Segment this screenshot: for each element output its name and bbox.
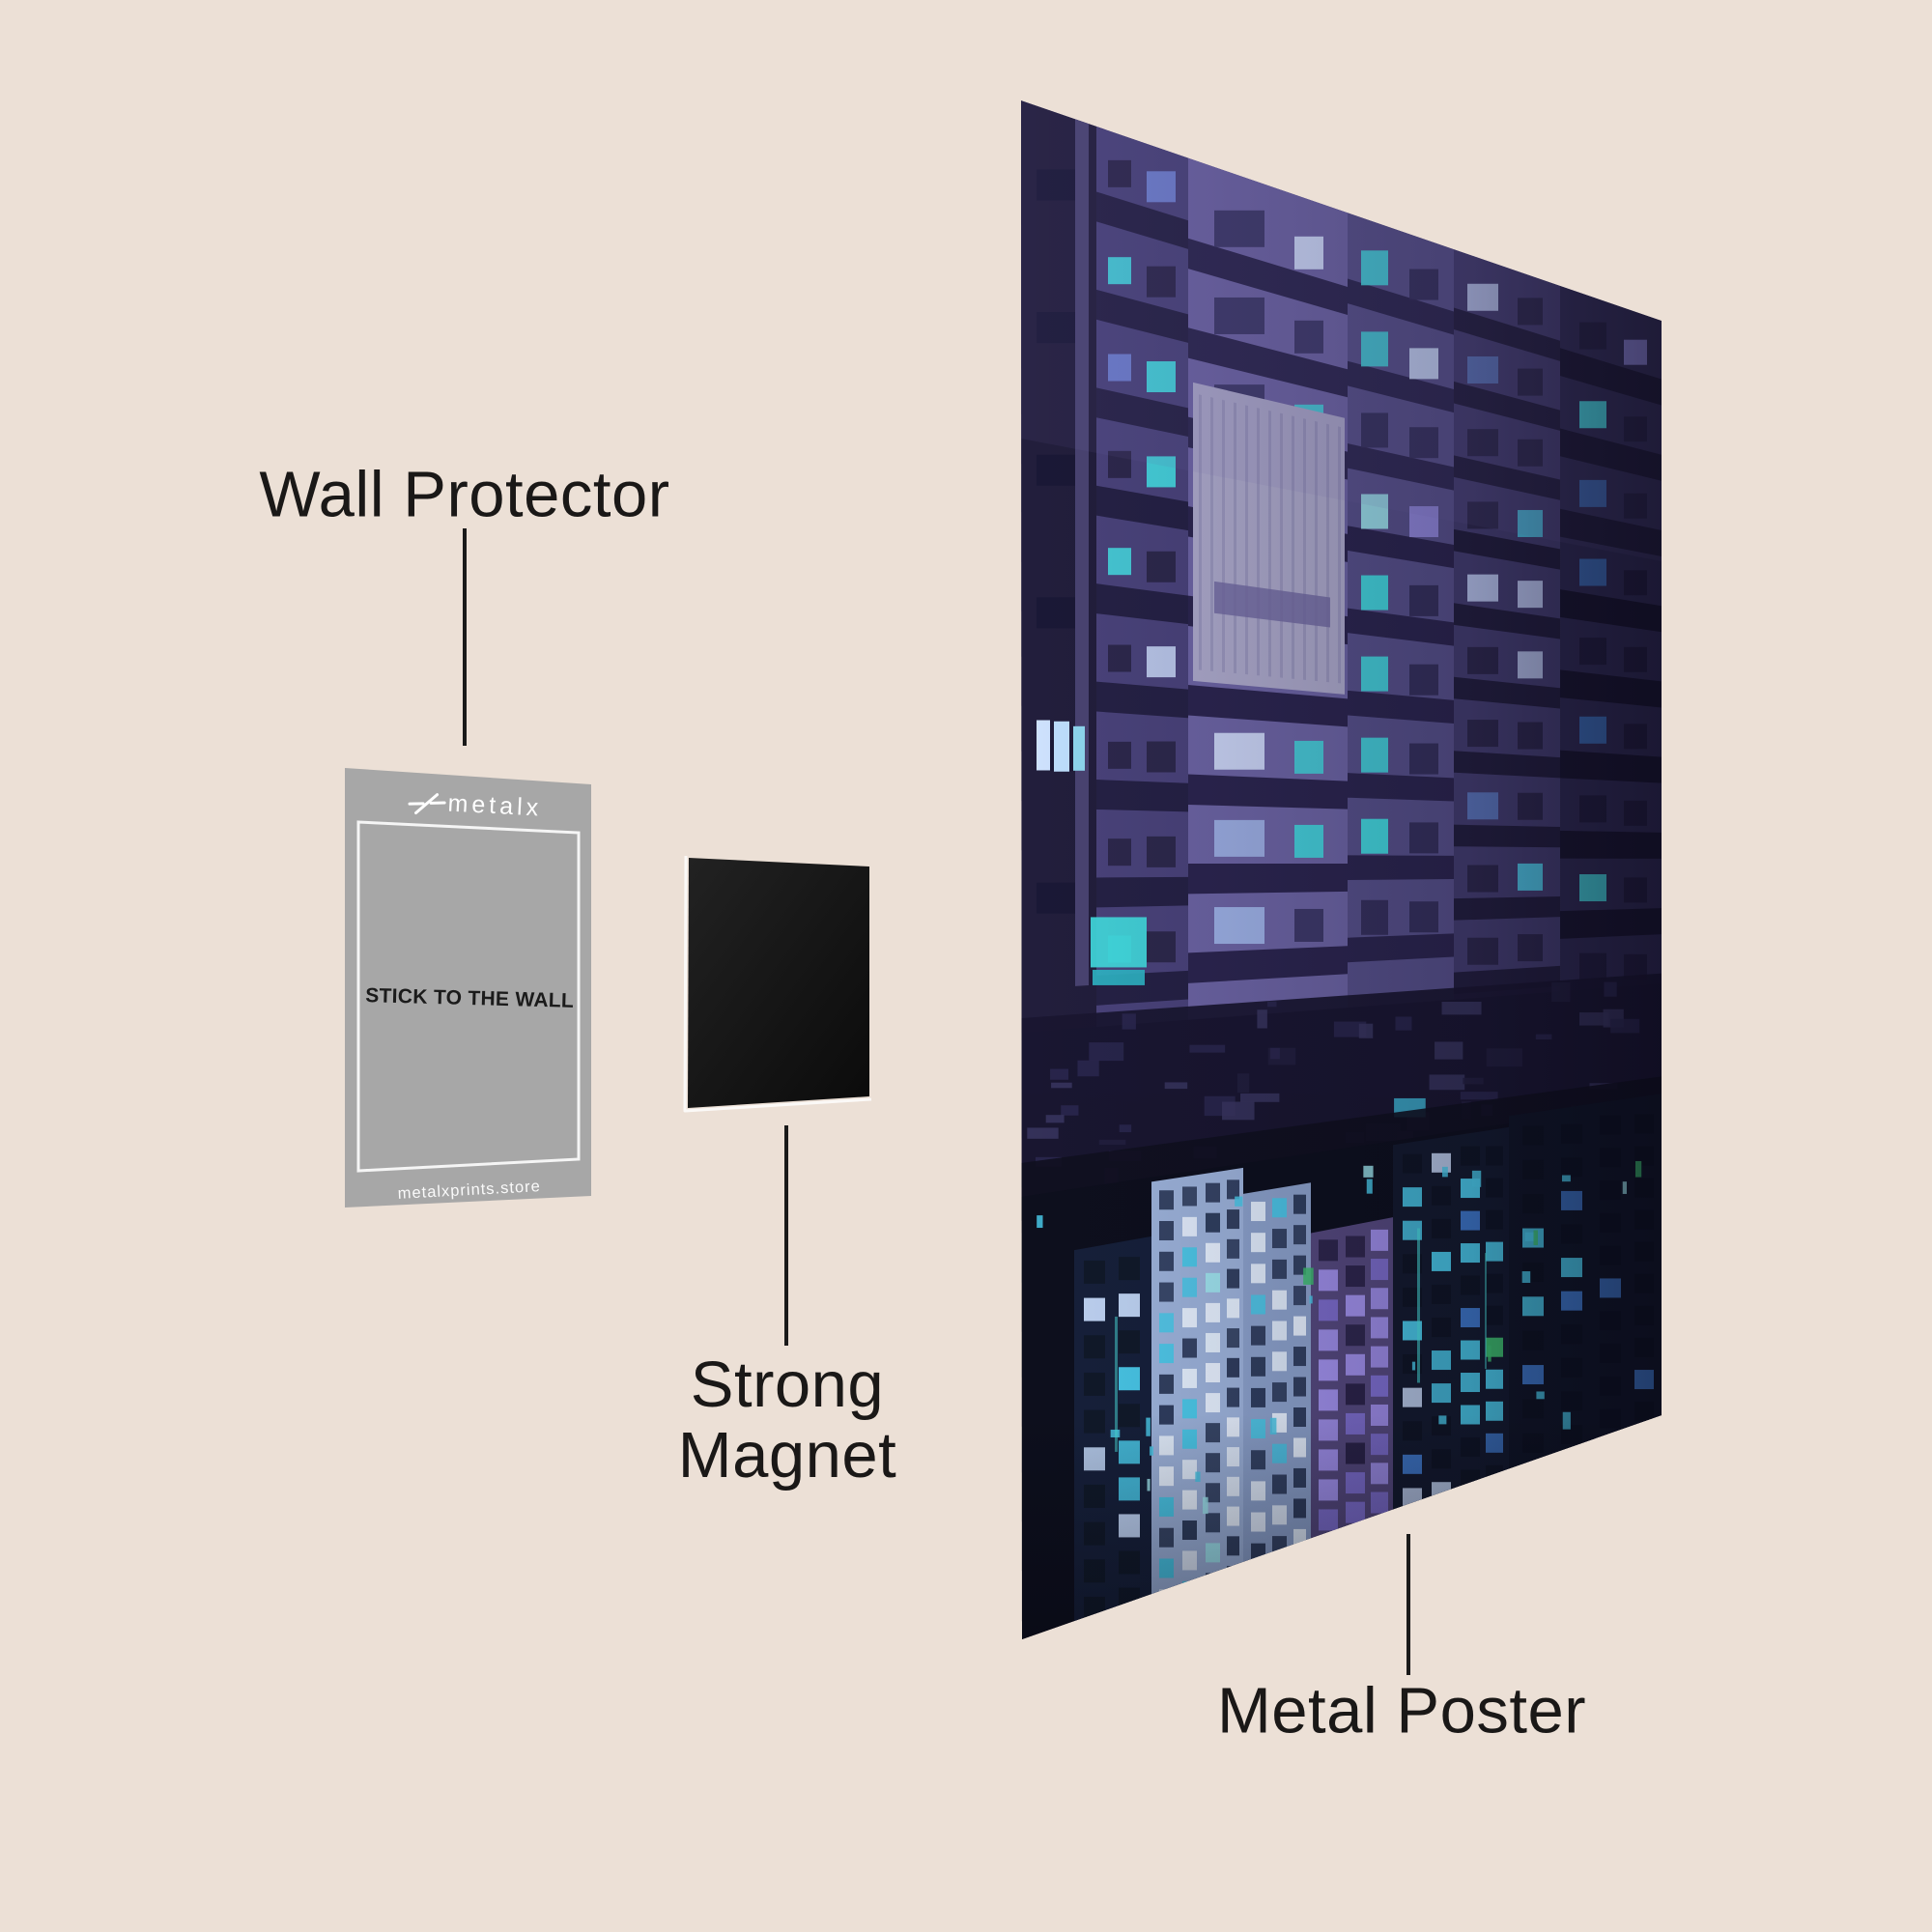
strong-magnet-connector-line	[784, 1125, 788, 1346]
strong-magnet-item	[683, 855, 872, 1113]
wall-protector-card-body	[345, 768, 591, 1208]
strong-magnet-label-line1: Strong	[690, 1349, 885, 1421]
metal-poster-image	[1021, 100, 1662, 1639]
magnet-body	[688, 858, 869, 1108]
wall-protector-label: Wall Protector	[259, 458, 670, 531]
strong-magnet-label-line2: Magnet	[677, 1419, 897, 1492]
strong-magnet-label: Strong Magnet	[678, 1350, 896, 1491]
magnet-edge-highlight	[683, 855, 872, 1113]
wall-protector-inner-border	[356, 820, 581, 1173]
stick-to-wall-text: STICK TO THE WALL	[365, 984, 574, 1012]
wall-protector-card: metalx STICK TO THE WALL metalxprints.st…	[345, 768, 591, 1208]
poster-artwork	[1021, 100, 1662, 1639]
metal-poster-label: Metal Poster	[1216, 1674, 1587, 1747]
wall-protector-connector-line	[463, 528, 467, 746]
metal-poster-connector-line	[1406, 1534, 1410, 1675]
metalx-logo-icon	[408, 793, 446, 815]
metalx-logo-text: metalx	[447, 789, 543, 821]
